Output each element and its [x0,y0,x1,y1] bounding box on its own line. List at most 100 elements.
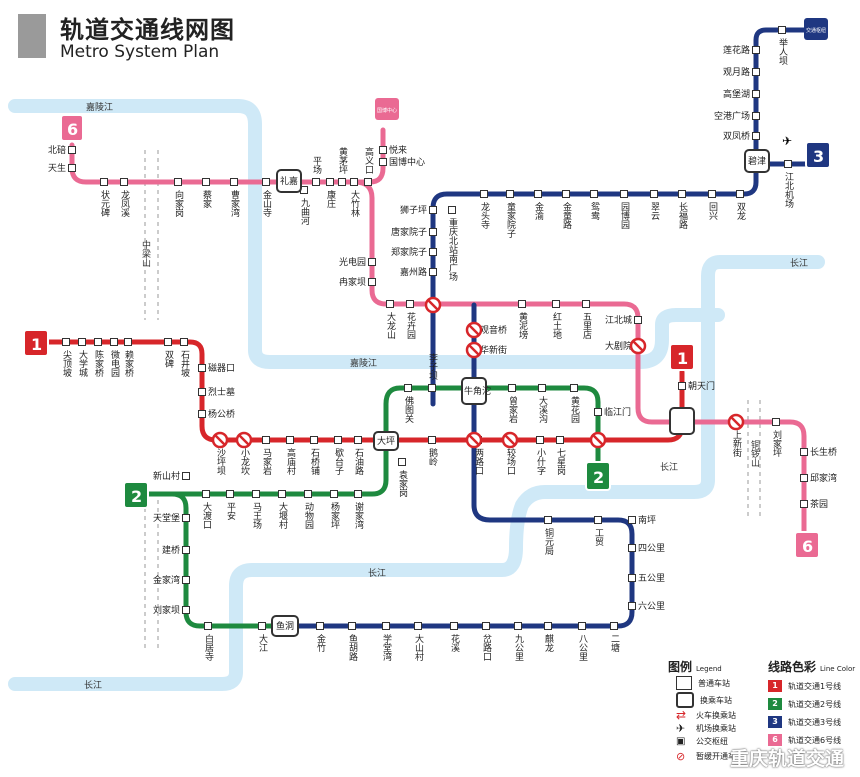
station-marker[interactable] [286,436,294,444]
line-badges[interactable]: 6 6 1 1 2 2 3 [23,114,831,559]
line-2-badge-east[interactable] [585,461,611,491]
station-marker[interactable] [578,622,586,630]
station-marker[interactable] [182,606,190,614]
station-marker[interactable] [330,490,338,498]
station-marker[interactable] [62,338,70,346]
interchange-bijin[interactable] [744,149,770,173]
station-marker[interactable] [312,178,320,186]
station-marker[interactable] [198,410,206,418]
line-2-path[interactable] [137,385,601,629]
station-marker[interactable] [94,338,102,346]
station-marker[interactable] [379,146,387,154]
station-marker[interactable] [628,574,636,582]
terminal-jiaotong[interactable] [804,18,828,40]
station-marker[interactable] [368,278,376,286]
station-marker[interactable] [800,474,808,482]
station-marker[interactable] [752,132,760,140]
station-marker[interactable] [538,384,546,392]
station-marker[interactable] [429,228,437,236]
station-marker[interactable] [736,190,744,198]
station-marker[interactable] [182,472,190,480]
station-marker[interactable] [752,90,760,98]
station-marker[interactable] [398,458,406,466]
station-marker[interactable] [650,190,658,198]
station-marker[interactable] [406,300,414,308]
line-2-badge-west[interactable] [123,481,149,509]
station-marker[interactable] [182,514,190,522]
station-marker[interactable] [429,268,437,276]
line-1-path[interactable] [45,339,685,443]
station-marker[interactable] [772,418,780,426]
station-marker[interactable] [480,190,488,198]
line-6-path[interactable] [69,127,807,543]
station-marker[interactable] [582,300,590,308]
station-marker[interactable] [678,190,686,198]
station-marker[interactable] [634,316,642,324]
station-marker[interactable] [628,602,636,610]
station-marker[interactable] [428,384,436,392]
station-marker[interactable] [278,490,286,498]
station-marker[interactable] [506,190,514,198]
station-marker[interactable] [482,622,490,630]
station-marker[interactable] [326,178,334,186]
line-6-badge-south[interactable] [794,531,820,559]
station-marker[interactable] [508,384,516,392]
station-marker[interactable] [364,178,372,186]
station-marker[interactable] [120,178,128,186]
station-marker[interactable] [518,300,526,308]
station-marker[interactable] [534,190,542,198]
station-marker[interactable] [354,490,362,498]
station-marker[interactable] [124,338,132,346]
station-marker[interactable] [68,164,76,172]
station-marker[interactable] [182,576,190,584]
station-marker[interactable] [678,382,686,390]
station-marker[interactable] [450,622,458,630]
station-marker[interactable] [752,68,760,76]
station-marker[interactable] [316,622,324,630]
station-marker[interactable] [310,436,318,444]
station-marker[interactable] [428,436,436,444]
line-3-badge-east[interactable] [805,141,831,169]
station-marker[interactable] [182,546,190,554]
interchange-xiaoshizi[interactable] [669,407,695,435]
station-marker[interactable] [262,178,270,186]
station-marker[interactable] [752,112,760,120]
station-marker[interactable] [202,178,210,186]
station-marker[interactable] [198,364,206,372]
station-marker[interactable] [594,408,602,416]
station-marker[interactable] [304,490,312,498]
station-marker[interactable] [800,448,808,456]
station-marker[interactable] [570,384,578,392]
station-marker[interactable] [784,160,792,168]
station-marker[interactable] [368,258,376,266]
station-marker[interactable] [594,516,602,524]
interchange-daping[interactable] [373,431,399,451]
station-marker[interactable] [198,388,206,396]
station-marker[interactable] [562,190,570,198]
station-marker[interactable] [164,338,172,346]
station-marker[interactable] [752,46,760,54]
station-marker[interactable] [386,300,394,308]
station-marker[interactable] [514,622,522,630]
station-marker[interactable] [628,516,636,524]
station-marker[interactable] [180,338,188,346]
line-6-badge-north[interactable] [60,114,84,142]
station-marker[interactable] [226,490,234,498]
station-marker[interactable] [544,622,552,630]
station-marker[interactable] [544,516,552,524]
station-marker[interactable] [262,436,270,444]
station-marker[interactable] [404,384,412,392]
station-marker[interactable] [382,622,390,630]
station-marker[interactable] [552,300,560,308]
interchange-boxes[interactable]: 礼嘉 碧津 大坪 牛角沱 鱼洞 [271,149,770,637]
station-marker[interactable] [68,146,76,154]
station-marker[interactable] [174,178,182,186]
interchange-niujiaotuo[interactable] [461,377,487,405]
station-marker[interactable] [350,178,358,186]
station-marker[interactable] [348,622,356,630]
station-marker[interactable] [429,248,437,256]
station-marker[interactable] [110,338,118,346]
station-marker[interactable] [230,178,238,186]
station-marker[interactable] [354,436,362,444]
station-marker[interactable] [414,622,422,630]
